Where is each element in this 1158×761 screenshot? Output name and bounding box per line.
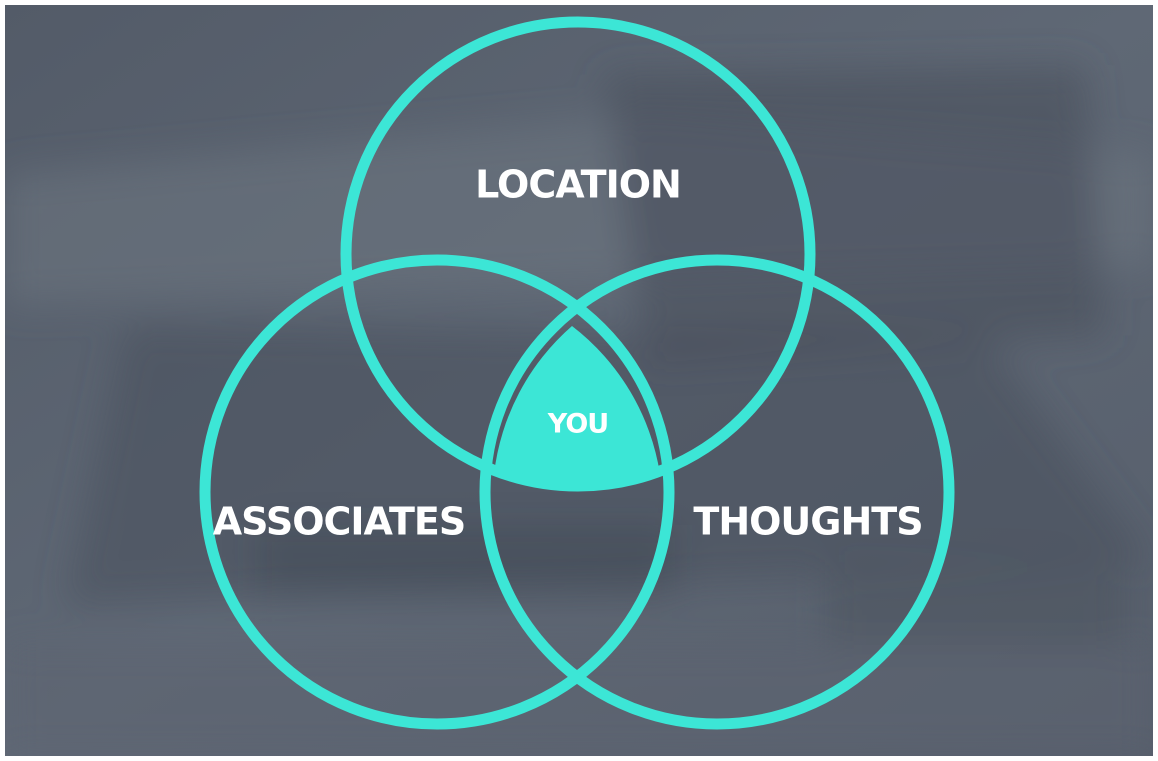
circle-thoughts [479, 254, 955, 730]
blurred-background [5, 5, 1153, 756]
label-thoughts: THOUGHTS [693, 500, 922, 544]
label-location: LOCATION [475, 163, 681, 207]
venn-diagram: LOCATION ASSOCIATES THOUGHTS YOU [199, 16, 955, 730]
label-associates: ASSOCIATES [213, 500, 465, 544]
label-you: YOU [547, 409, 608, 440]
circle-associates [199, 254, 675, 730]
diagram-frame: LOCATION ASSOCIATES THOUGHTS YOU [5, 5, 1153, 756]
circle-location [340, 16, 816, 492]
center-intersection-you [494, 326, 660, 490]
